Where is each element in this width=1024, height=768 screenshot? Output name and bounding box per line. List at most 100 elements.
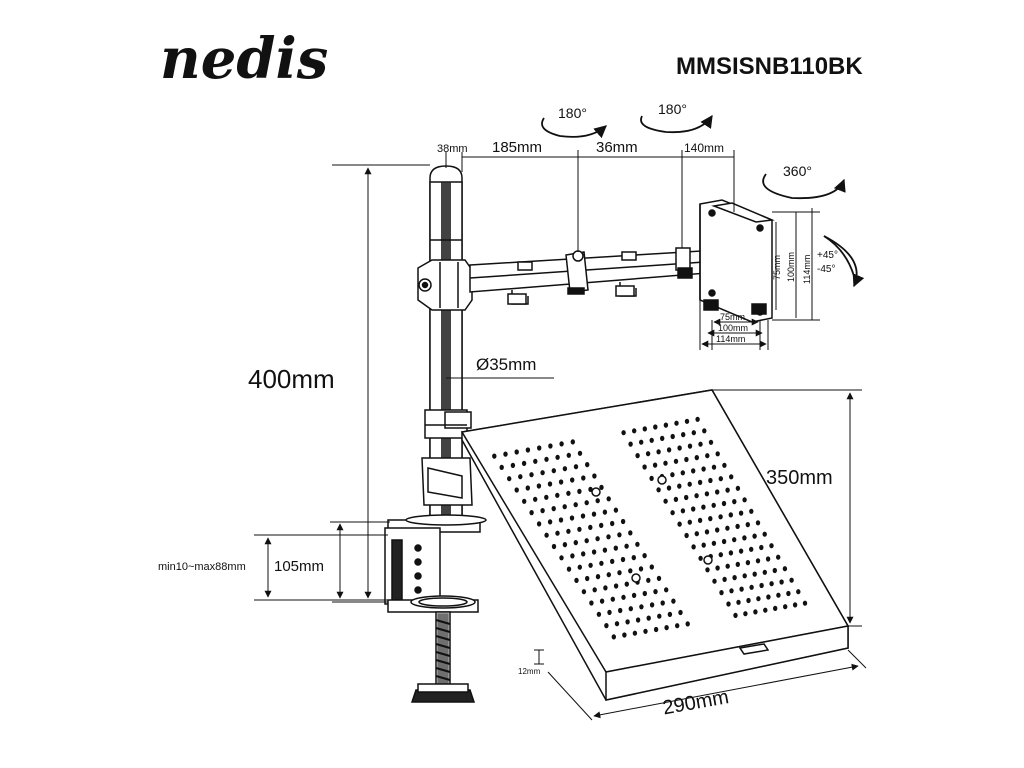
tray-vent-hole — [614, 621, 620, 627]
monitor-arm — [417, 247, 721, 311]
tray-vent-hole — [673, 458, 679, 464]
tray-vent-hole — [599, 598, 605, 604]
tray-vent-hole — [786, 590, 791, 597]
tray-vent-hole — [694, 455, 699, 461]
tray-vent-hole — [677, 521, 682, 527]
tray-vent-hole — [708, 439, 714, 445]
tilt-up-label: +45° — [817, 250, 838, 261]
tray-vent-hole — [722, 462, 727, 468]
tray-vent-hole — [607, 609, 612, 616]
tray-vent-hole — [729, 474, 734, 480]
tray-vent-hole — [499, 464, 504, 470]
tray-vent-hole — [656, 487, 661, 493]
tray-vent-hole — [606, 496, 611, 502]
tray-vent-hole — [705, 453, 710, 459]
tray-vent-hole — [656, 575, 662, 582]
tray-vent-hole — [536, 521, 542, 527]
tray-vent-hole — [595, 498, 600, 504]
desk-clamp — [384, 514, 487, 703]
tray-vent-hole — [752, 571, 757, 577]
tray-vent-hole — [503, 451, 508, 457]
tray-vent-hole — [562, 542, 568, 548]
tray-vent-hole — [544, 532, 549, 538]
tray-vent-hole — [765, 556, 771, 562]
tray-vent-hole — [667, 611, 673, 618]
tray-vent-hole — [514, 449, 519, 455]
tray-vent-hole — [664, 625, 669, 631]
tray-vent-hole — [732, 575, 737, 581]
tray-vent-hole — [691, 506, 696, 512]
tray-vent-hole — [547, 481, 553, 487]
tray-vent-hole — [610, 520, 615, 527]
tray-vent-hole — [584, 538, 589, 544]
tray-vent-hole — [649, 475, 654, 481]
clamp-range-label: min10~max88mm — [158, 561, 246, 573]
tray-vent-hole — [749, 546, 754, 552]
arm-gap-label: 38mm — [437, 143, 468, 155]
tray-vent-hole — [694, 493, 699, 499]
tray-vent-hole — [573, 464, 579, 470]
tray-vent-hole — [671, 598, 676, 604]
tray-vent-hole — [551, 543, 557, 550]
pole-height-label: 400mm — [248, 364, 335, 394]
rotation-arrows — [541, 114, 865, 288]
tray-vent-hole — [735, 485, 741, 491]
tray-vent-hole — [548, 443, 553, 449]
tray-vent-hole — [603, 585, 608, 591]
tray-vent-hole — [635, 617, 641, 623]
tray-vent-hole — [755, 558, 761, 564]
tray-vent-hole — [558, 517, 564, 523]
tray-vent-hole — [677, 445, 682, 451]
vesa-h-100-label: 100mm — [718, 323, 748, 333]
tray-vent-hole — [663, 460, 668, 466]
tray-vent-hole — [599, 560, 604, 566]
tray-vent-hole — [585, 575, 590, 582]
tray-vent-hole — [507, 476, 512, 482]
tray-vent-hole — [792, 602, 798, 608]
tray-vent-hole — [632, 630, 638, 636]
tray-vent-hole — [599, 484, 604, 490]
tray-vent-hole — [570, 439, 575, 445]
vesa-h-114-label: 114mm — [716, 334, 745, 344]
tray-vent-hole — [691, 468, 696, 474]
tray-vent-hole — [610, 596, 615, 602]
tray-vent-hole — [540, 470, 545, 476]
tray-vent-hole — [698, 441, 703, 447]
tray-vent-hole — [738, 510, 744, 516]
tray-vent-hole — [802, 600, 808, 606]
tray-vent-hole — [718, 514, 723, 520]
tray-width-label: 290mm — [661, 686, 731, 719]
tray-vent-hole — [591, 511, 597, 517]
tray-vent-hole — [711, 540, 717, 546]
tray-vent-hole — [719, 590, 724, 596]
tray-vent-hole — [739, 586, 744, 592]
tray-vent-hole — [591, 549, 597, 555]
tray-vent-hole — [492, 453, 497, 459]
tray-vent-hole — [728, 512, 733, 518]
tray-vent-hole — [577, 564, 582, 570]
tray-vent-hole — [680, 508, 686, 514]
tray-vent-hole — [580, 513, 586, 519]
tray-vent-hole — [544, 494, 549, 500]
tray-vent-hole — [566, 452, 571, 458]
tray-vent-hole — [743, 611, 748, 617]
tray-vent-hole — [635, 453, 640, 459]
tray-vent-hole — [628, 606, 633, 612]
tray-vent-hole — [573, 502, 578, 508]
tray-vent-hole — [753, 609, 758, 615]
tray-vent-hole — [687, 443, 693, 449]
tray-vent-hole — [721, 538, 727, 545]
tray-vent-hole — [653, 626, 659, 633]
tray-vent-hole — [674, 420, 679, 426]
tray-vent-hole — [742, 497, 747, 503]
tray-vent-hole — [733, 612, 738, 619]
tray-vent-hole — [617, 570, 622, 576]
tray-vent-hole — [555, 530, 560, 536]
vesa-v-75-label: 75mm — [772, 255, 782, 280]
tray-vent-hole — [736, 599, 741, 605]
tray-vent-hole — [732, 537, 737, 543]
tray-vent-hole — [746, 597, 751, 604]
tray-vent-hole — [518, 474, 523, 480]
tray-vent-hole — [569, 515, 575, 521]
